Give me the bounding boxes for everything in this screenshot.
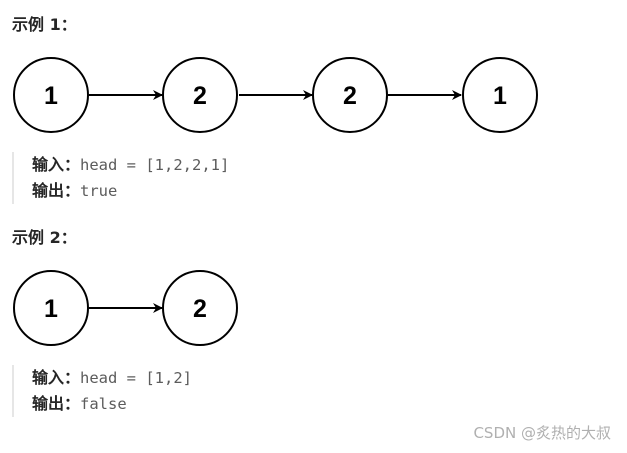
list-node	[13, 270, 89, 346]
list-node	[162, 270, 238, 346]
output-value: false	[80, 395, 127, 413]
input-label: 输入：	[32, 155, 81, 174]
list-node	[13, 57, 89, 133]
output-line: 输出：true	[32, 178, 229, 204]
list-node-value: 1	[44, 295, 58, 323]
linked-list-diagram-2: 1 2	[13, 270, 238, 346]
input-line: 输入：head = [1,2]	[32, 365, 192, 391]
linked-list-diagram-1: 1 2 2 1	[13, 57, 538, 133]
output-line: 输出：false	[32, 391, 192, 417]
output-label: 输出：	[32, 394, 81, 413]
list-node-value: 1	[493, 82, 507, 110]
example-1-io-block: 输入：head = [1,2,2,1] 输出：true	[12, 152, 229, 204]
list-node	[462, 57, 538, 133]
example-2-title: 示例 2：	[12, 228, 77, 247]
list-node	[312, 57, 388, 133]
output-label: 输出：	[32, 181, 81, 200]
list-node-value: 2	[193, 295, 207, 323]
list-node-value: 2	[193, 82, 207, 110]
input-value: head = [1,2,2,1]	[80, 156, 230, 174]
input-line: 输入：head = [1,2,2,1]	[32, 152, 229, 178]
example-2-io-block: 输入：head = [1,2] 输出：false	[12, 365, 192, 417]
output-value: true	[80, 182, 118, 200]
input-value: head = [1,2]	[80, 369, 192, 387]
watermark: CSDN @炙热的大叔	[473, 424, 611, 442]
list-node-value: 1	[44, 82, 58, 110]
example-1-title: 示例 1：	[12, 15, 77, 34]
list-node	[162, 57, 238, 133]
list-node-value: 2	[343, 82, 357, 110]
input-label: 输入：	[32, 368, 81, 387]
